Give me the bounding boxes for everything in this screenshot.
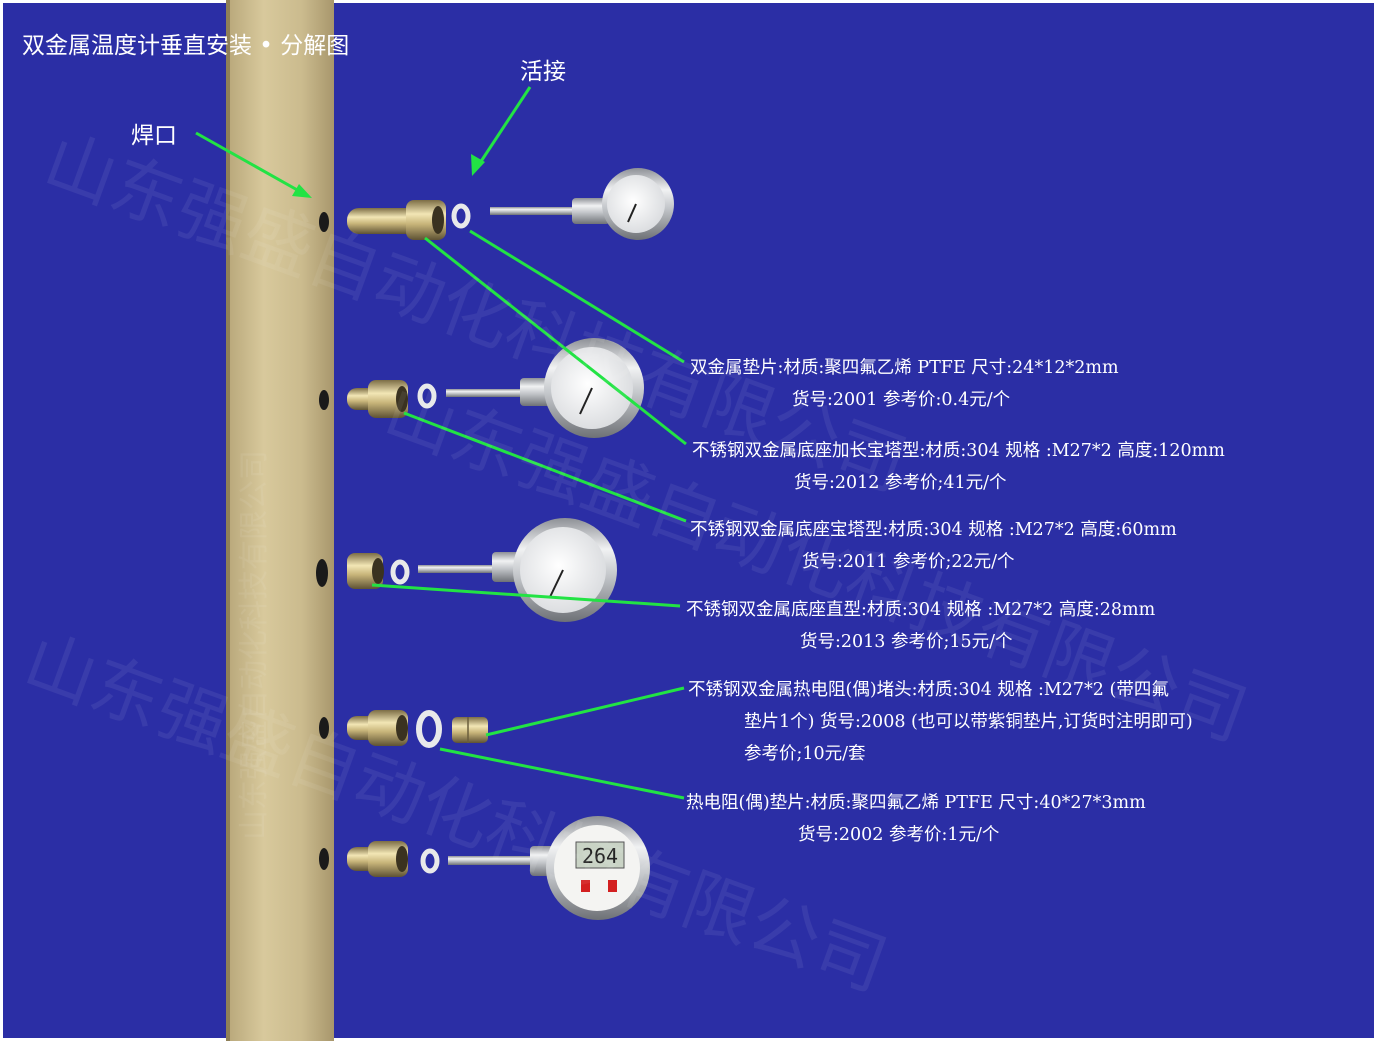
gasket-small bbox=[390, 559, 410, 585]
weld-hole bbox=[316, 559, 328, 587]
gasket-small bbox=[420, 848, 440, 874]
leader-spec-4 bbox=[371, 583, 681, 608]
weld-hole bbox=[319, 848, 329, 870]
assembly-row-1 bbox=[347, 168, 674, 240]
leader-spec-6 bbox=[439, 747, 685, 800]
spec-line: 不锈钢双金属底座宝塔型:材质:304 规格 :M27*2 高度:60mm bbox=[690, 520, 1177, 540]
callout-union: 活接 bbox=[520, 59, 566, 85]
dial-needle bbox=[627, 203, 637, 223]
probe-stem bbox=[418, 565, 498, 573]
dial-needle bbox=[579, 387, 593, 415]
leader-lines bbox=[195, 86, 687, 800]
spec-line: 货号:2013 参考价;15元/个 bbox=[800, 632, 1013, 652]
probe-fitting bbox=[572, 198, 610, 224]
spec-line: 货号:2012 参考价;41元/个 bbox=[794, 473, 1007, 493]
leader-spec-1 bbox=[469, 229, 685, 364]
probe-stem bbox=[490, 207, 580, 215]
spec-line: 货号:2002 参考价:1元/个 bbox=[798, 825, 1000, 845]
probe-stem bbox=[446, 389, 526, 397]
boss-opening bbox=[372, 558, 384, 584]
spec-line: 垫片1个) 货号:2008 (也可以带紫铜垫片,订货时注明即可) bbox=[744, 712, 1193, 732]
spec-tower-boss: 不锈钢双金属底座宝塔型:材质:304 规格 :M27*2 高度:60mm 货号:… bbox=[690, 514, 1177, 578]
pipe-edge bbox=[226, 0, 230, 1041]
spec-line: 不锈钢双金属热电阻(偶)堵头:材质:304 规格 :M27*2 (带四氟 bbox=[688, 680, 1169, 700]
dial-needle bbox=[549, 569, 564, 598]
leader-spec-3 bbox=[403, 411, 687, 523]
weld-hole bbox=[319, 717, 329, 739]
spec-line: 热电阻(偶)垫片:材质:聚四氟乙烯 PTFE 尺寸:40*27*3mm bbox=[686, 793, 1146, 813]
leader-weld-arrow bbox=[292, 184, 312, 198]
spec-gasket-small: 双金属垫片:材质:聚四氟乙烯 PTFE 尺寸:24*12*2mm 货号:2001… bbox=[690, 352, 1119, 416]
spec-line: 不锈钢双金属底座加长宝塔型:材质:304 规格 :M27*2 高度:120mm bbox=[692, 441, 1225, 461]
spec-line: 不锈钢双金属底座直型:材质:304 规格 :M27*2 高度:28mm bbox=[686, 600, 1156, 620]
weld-hole bbox=[319, 212, 329, 232]
callout-weld: 焊口 bbox=[131, 123, 177, 149]
digital-readout: 264 bbox=[582, 844, 618, 868]
gasket-small bbox=[417, 383, 437, 409]
boss-opening bbox=[432, 206, 444, 234]
assembly-row-2 bbox=[347, 338, 644, 438]
spec-line: 货号:2001 参考价:0.4元/个 bbox=[792, 390, 1011, 410]
assembly-row-4 bbox=[347, 710, 488, 748]
assembly-row-5: 264 bbox=[347, 816, 650, 920]
leader-union bbox=[476, 86, 532, 167]
watermark-text: 山东强盛自动化科技有限公司 bbox=[237, 450, 272, 840]
gasket-small bbox=[451, 203, 471, 229]
leader-spec-2 bbox=[424, 236, 687, 446]
digital-button bbox=[608, 880, 617, 892]
diagram-title: 双金属温度计垂直安装 • 分解图 bbox=[22, 33, 350, 59]
spec-plug: 不锈钢双金属热电阻(偶)堵头:材质:304 规格 :M27*2 (带四氟 垫片1… bbox=[688, 674, 1193, 770]
spec-line: 参考价;10元/套 bbox=[744, 744, 866, 764]
weld-hole bbox=[319, 390, 329, 410]
boss-opening bbox=[396, 386, 408, 412]
boss-opening bbox=[396, 715, 408, 741]
boss-opening bbox=[396, 846, 408, 872]
leader-spec-5 bbox=[485, 686, 685, 737]
gasket-large bbox=[416, 710, 442, 748]
spec-line: 货号:2011 参考价;22元/个 bbox=[802, 552, 1015, 572]
digital-screen bbox=[575, 841, 625, 869]
leader-weld bbox=[195, 131, 309, 198]
plug-cap bbox=[452, 717, 488, 743]
leader-union-arrow bbox=[471, 154, 485, 176]
spec-line: 双金属垫片:材质:聚四氟乙烯 PTFE 尺寸:24*12*2mm bbox=[690, 358, 1119, 378]
spec-gasket-large: 热电阻(偶)垫片:材质:聚四氟乙烯 PTFE 尺寸:40*27*3mm 货号:2… bbox=[686, 787, 1146, 851]
spec-long-tower-boss: 不锈钢双金属底座加长宝塔型:材质:304 规格 :M27*2 高度:120mm … bbox=[692, 435, 1225, 499]
spec-straight-boss: 不锈钢双金属底座直型:材质:304 规格 :M27*2 高度:28mm 货号:2… bbox=[686, 594, 1155, 658]
probe-stem bbox=[448, 856, 536, 865]
digital-button bbox=[581, 880, 590, 892]
pipe bbox=[226, 0, 334, 1041]
